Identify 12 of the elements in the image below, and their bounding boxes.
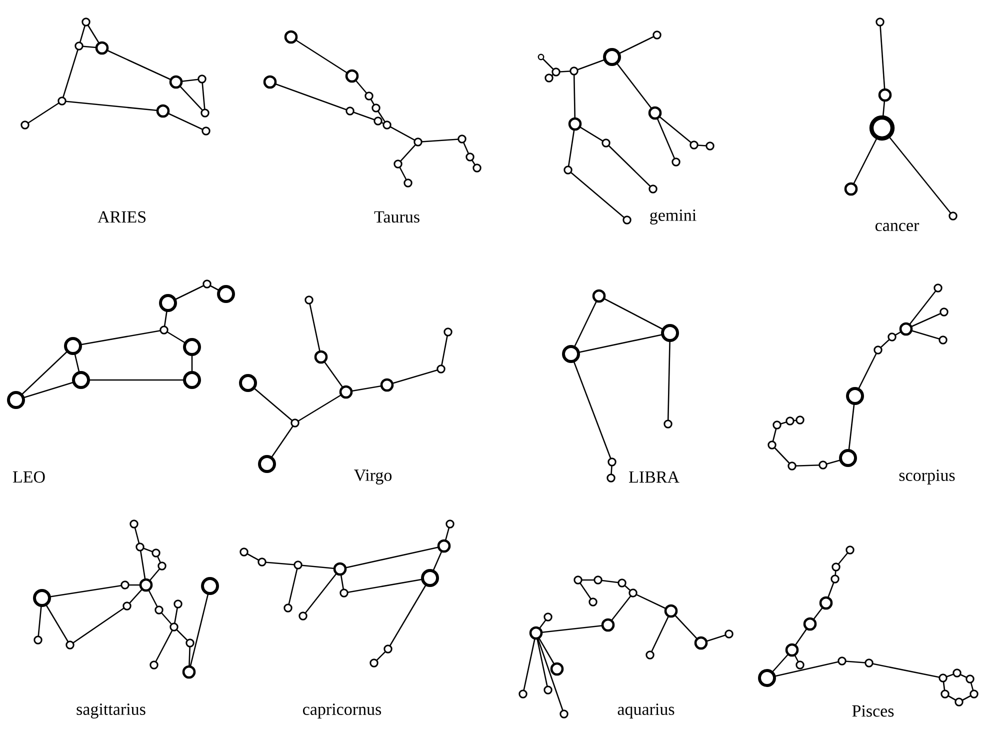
constellation-name: sagittarius [76, 704, 146, 718]
constellation-name: aquarius [618, 704, 674, 718]
constellation-name: Pisces [852, 705, 894, 717]
constellation-name: capricornus [303, 704, 382, 718]
constellation-name: Taurus [374, 211, 420, 223]
constellation-name: ARIES [98, 211, 146, 223]
constellation-name: gemini [650, 210, 696, 224]
constellation-name: LIBRA [629, 471, 680, 483]
constellation-name: cancer [875, 222, 920, 232]
constellation-name: LEO [12, 471, 45, 483]
constellation-name: scorpius [899, 470, 955, 484]
constellation-name: Virgo [354, 470, 392, 484]
